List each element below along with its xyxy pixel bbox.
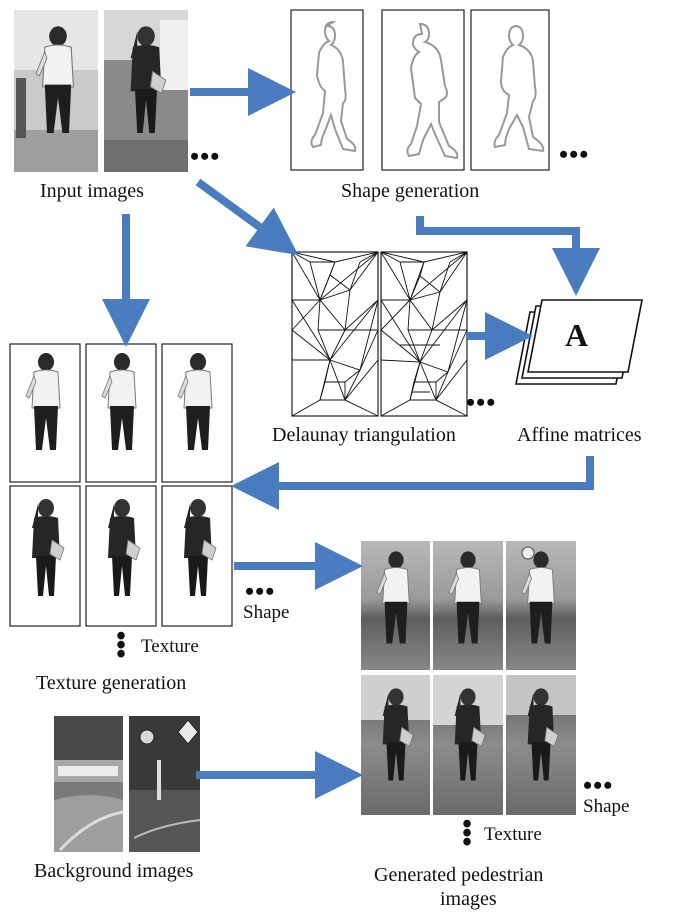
affine-matrices-label: Affine matrices [517, 424, 642, 447]
shape-frame-2 [382, 10, 464, 170]
ellipsis-input: ••• [190, 152, 220, 162]
texture-small-label-1: Texture [141, 636, 199, 658]
ellipsis-delaunay: ••• [466, 398, 496, 408]
shape-generation-label: Shape generation [341, 180, 479, 203]
ellipsis-generated: ••• [583, 781, 613, 791]
texture-frame-a1 [10, 344, 80, 482]
generated-image-a2 [433, 541, 503, 670]
generated-label-line1: Generated pedestrian [374, 864, 543, 887]
texture-frame-a2 [86, 344, 156, 482]
affine-letter: A [565, 317, 588, 354]
generated-image-b1 [361, 675, 430, 815]
generated-image-a3 [506, 541, 576, 670]
vertical-ellipsis-texture: • • • [116, 632, 126, 659]
texture-frame-b1 [10, 486, 80, 626]
ellipsis-shape: ••• [559, 150, 589, 160]
texture-frame-b2 [86, 486, 156, 626]
input-image-2 [104, 10, 188, 172]
generated-image-a1 [361, 541, 430, 670]
delaunay-frame-2 [381, 252, 467, 416]
input-images-label: Input images [40, 180, 144, 203]
input-image-1 [14, 10, 98, 172]
texture-generation-label: Texture generation [36, 672, 186, 695]
background-image-1 [54, 716, 123, 852]
arrow-input-to-delaunay [198, 182, 279, 241]
generated-image-b2 [433, 675, 503, 815]
generated-label-line2: images [440, 888, 497, 911]
vertical-ellipsis-generated: • • • [462, 820, 472, 847]
background-images-label: Background images [34, 860, 193, 883]
shape-frame-3 [471, 10, 549, 170]
background-image-2 [129, 716, 200, 852]
texture-small-label-2: Texture [484, 824, 542, 846]
texture-frame-b3 [162, 486, 232, 626]
delaunay-label: Delaunay triangulation [272, 424, 456, 447]
texture-frame-a3 [162, 344, 232, 482]
arrow-affine-to-texture [255, 456, 590, 486]
shape-frame-1 [291, 10, 363, 170]
delaunay-frame-1 [292, 252, 378, 416]
generated-image-b3 [506, 675, 576, 815]
ellipsis-texture: ••• [245, 587, 275, 597]
